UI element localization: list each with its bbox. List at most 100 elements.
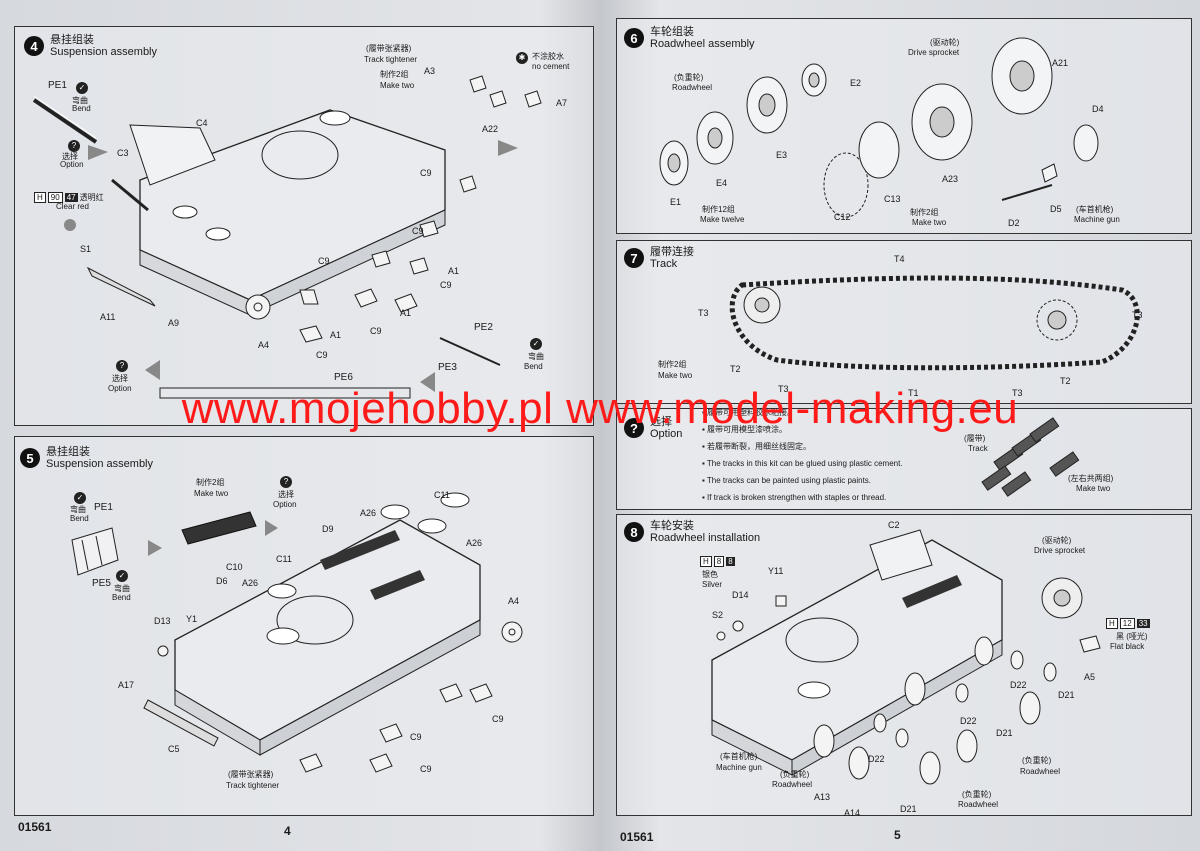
step5-number: 5 bbox=[20, 448, 40, 468]
step7-t2-1: T2 bbox=[730, 364, 741, 374]
step7-t3-4: T3 bbox=[1012, 388, 1023, 398]
silver-paint: H 8 8 bbox=[700, 556, 735, 567]
step8-silver-cn: 银色 bbox=[702, 570, 718, 579]
step4-tt-en: Track tightener bbox=[364, 55, 418, 64]
step5-option-en: Option bbox=[273, 500, 297, 509]
step7-header: 7 履带连接 Track bbox=[624, 246, 694, 270]
right-page: 6 车轮组装 Roadwheel assembly (负重轮) Ro bbox=[602, 0, 1200, 851]
option-header: ? 选择 Option bbox=[624, 416, 682, 440]
bend-icon: ✓ bbox=[76, 82, 88, 94]
step8-hull-drawing bbox=[711, 529, 1101, 785]
step5-c9-3: C9 bbox=[420, 764, 432, 774]
step5-c11-1: C11 bbox=[434, 490, 450, 500]
step5-c9-1: C9 bbox=[492, 714, 504, 724]
step7-title-cn: 履带连接 bbox=[650, 246, 694, 258]
step4-option-cn: 选择 bbox=[62, 152, 78, 161]
option-lr-en: Make two bbox=[1076, 484, 1111, 493]
step5-option-icon: ? bbox=[280, 476, 292, 488]
step4-pe6: PE6 bbox=[334, 372, 353, 383]
step6-c12: C12 bbox=[834, 212, 851, 222]
left-page: 4 悬挂组装 Suspension assembly bbox=[0, 0, 598, 851]
step4-c9-1: C9 bbox=[318, 256, 330, 266]
option-lr-cn: (左右共两组) bbox=[1068, 474, 1114, 483]
step6-d2: D2 bbox=[1008, 218, 1020, 228]
step4-c9-3: C9 bbox=[440, 280, 452, 290]
step4-a4: A4 bbox=[258, 340, 270, 350]
step5-a26-1: A26 bbox=[360, 508, 377, 518]
step8-title-en: Roadwheel installation bbox=[650, 532, 761, 544]
step4-option-en: Option bbox=[60, 160, 84, 169]
step7-panel bbox=[616, 240, 1192, 404]
step5-d13: D13 bbox=[154, 616, 171, 626]
step5-bend2-en: Bend bbox=[112, 593, 131, 602]
step4-nocement-cn: 不涂胶水 bbox=[532, 52, 564, 61]
step4-c3: C3 bbox=[117, 148, 129, 158]
step4-nocement-en: no cement bbox=[532, 62, 570, 71]
step7-t3-1: T3 bbox=[698, 308, 709, 318]
step5-make2-cn: 制作2组 bbox=[196, 478, 225, 487]
step4-c9-2: C9 bbox=[412, 226, 424, 236]
step6-make2-cn: 制作2组 bbox=[910, 208, 939, 217]
option2-icon: ? bbox=[116, 360, 128, 372]
step8-mg-en: Machine gun bbox=[716, 763, 762, 772]
step6-title-cn: 车轮组装 bbox=[650, 26, 694, 38]
option-note-4: ▪ The tracks in this kit can be glued us… bbox=[702, 459, 903, 468]
step4-a9: A9 bbox=[168, 318, 180, 328]
step6-a21: A21 bbox=[1052, 58, 1069, 68]
step4-pe2: PE2 bbox=[474, 322, 493, 333]
step8-flat-cn: 黑 (哑光) bbox=[1116, 632, 1148, 641]
step7-title-en: Track bbox=[650, 258, 678, 270]
step4-s1: S1 bbox=[80, 244, 92, 254]
step4-a1-3: A1 bbox=[330, 330, 342, 340]
step6-rw-cn: (负重轮) bbox=[674, 73, 704, 82]
left-page-number: 4 bbox=[284, 824, 291, 838]
step4-c9-6: C9 bbox=[420, 168, 432, 178]
step4-bend2-en: Bend bbox=[524, 362, 543, 371]
step5-tt-cn: (履带张紧器) bbox=[228, 770, 274, 779]
option-note-5: ▪ The tracks can be painted using plasti… bbox=[702, 476, 872, 485]
step8-d14: D14 bbox=[732, 590, 749, 600]
step4-a11: A11 bbox=[100, 312, 116, 322]
step4-number: 4 bbox=[24, 36, 44, 56]
step8-flat-en: Flat black bbox=[1110, 642, 1145, 651]
step8-mg-cn: (车首机枪) bbox=[720, 752, 758, 761]
step4-make2-cn: 制作2组 bbox=[380, 70, 409, 79]
step5-c10: C10 bbox=[226, 562, 243, 572]
step5-make2-en: Make two bbox=[194, 489, 229, 498]
step4-a7: A7 bbox=[556, 98, 568, 108]
step6-e2: E2 bbox=[850, 78, 862, 88]
step4-bend2-cn: 弯曲 bbox=[528, 352, 544, 361]
step4-bend-en: Bend bbox=[72, 104, 91, 113]
step5-d6: D6 bbox=[216, 576, 228, 586]
step6-c13: C13 bbox=[884, 194, 901, 204]
step4-pe1: PE1 bbox=[48, 80, 67, 91]
step8-rw3-en: Roadwheel bbox=[958, 800, 999, 809]
step8-c2: C2 bbox=[888, 520, 900, 530]
step8-y11: Y11 bbox=[768, 566, 784, 576]
step5-bend-en: Bend bbox=[70, 514, 89, 523]
step8-ds-cn: (驱动轮) bbox=[1042, 536, 1072, 545]
step4-header: 4 悬挂组装 Suspension assembly bbox=[24, 34, 157, 58]
step5-pe1: PE1 bbox=[94, 502, 113, 513]
step4-a22: A22 bbox=[482, 124, 499, 134]
flat-black-paint: H 12 33 bbox=[1106, 618, 1150, 629]
step6-d5: D5 bbox=[1050, 204, 1062, 214]
option-note-1: ▪ 履带可用塑料胶水粘接。 bbox=[702, 408, 796, 417]
watermark-text: www.mojehobby.pl www.model-making.eu bbox=[181, 384, 1019, 433]
step4-opt2-cn: 选择 bbox=[112, 374, 128, 383]
step5-bend-icon: ✓ bbox=[74, 492, 86, 504]
step6-make12-en: Make twelve bbox=[700, 215, 745, 224]
option-track-en: Track bbox=[968, 444, 988, 453]
step8-silver-en: Silver bbox=[702, 580, 723, 589]
bend2-icon: ✓ bbox=[530, 338, 542, 350]
step6-title-en: Roadwheel assembly bbox=[650, 38, 755, 50]
option-note-2: ▪ 履带可用模型漆喷涂。 bbox=[702, 425, 788, 434]
step4-a1-2: A1 bbox=[400, 308, 412, 318]
step4-title-cn: 悬挂组装 bbox=[50, 34, 94, 46]
right-page-number: 5 bbox=[894, 828, 901, 842]
step7-make2-en: Make two bbox=[658, 371, 693, 380]
step5-tt-en: Track tightener bbox=[226, 781, 280, 790]
step5-d9: D9 bbox=[322, 524, 334, 534]
step6-make12-cn: 制作12组 bbox=[702, 205, 735, 214]
step5-title-cn: 悬挂组装 bbox=[46, 446, 90, 458]
